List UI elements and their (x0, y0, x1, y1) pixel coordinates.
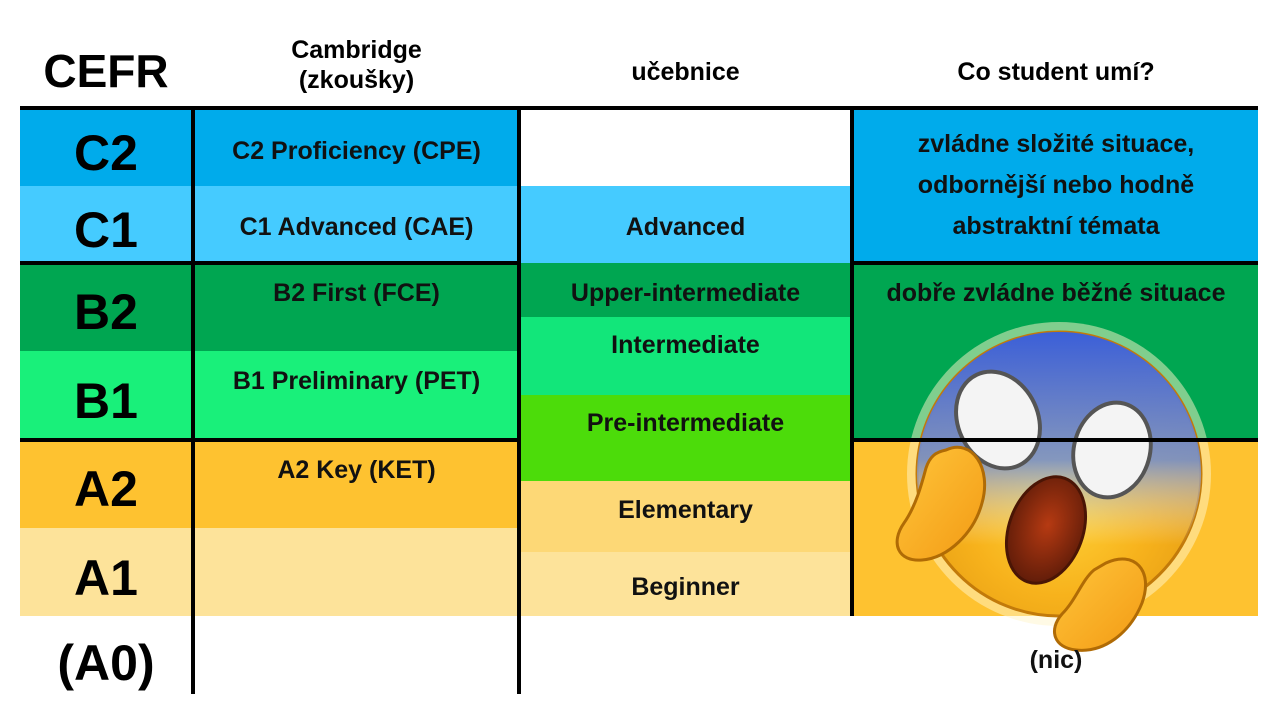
textbook-header: učebnice (631, 58, 740, 86)
cambridge-header-subtitle: (zkoušky) (298, 66, 415, 94)
level-c1: C1 (74, 202, 138, 258)
textbook-advanced: Advanced (625, 213, 746, 241)
cambridge-header: Cambridge (zkoušky) (196, 35, 517, 95)
emoji-left-eye (954, 369, 1042, 471)
upper-intermediate-band (521, 263, 850, 317)
textbook-pre-intermediate: Pre-intermediate (586, 409, 785, 437)
ability-c-line2: odbornější nebo hodně (917, 171, 1195, 199)
b-a-divider-right (854, 438, 1258, 442)
col-divider-1 (191, 108, 195, 694)
ability-c-line3: abstraktní témata (952, 212, 1160, 240)
screaming-face-emoji (895, 322, 1211, 652)
level-c2: C2 (74, 125, 138, 181)
c-b-divider-right (854, 261, 1258, 265)
advanced-band (521, 186, 850, 263)
textbook-beginner: Beginner (631, 573, 740, 601)
exam-a2: A2 Key (KET) (277, 456, 436, 484)
b1-band-left (20, 351, 517, 440)
col-divider-2 (517, 108, 521, 694)
ability-b-text: dobře zvládne běžné situace (886, 279, 1226, 307)
textbook-elementary: Elementary (618, 496, 753, 524)
b2-band-left (20, 263, 517, 351)
c-ability-band (854, 110, 1258, 263)
textbook-intermediate: Intermediate (611, 331, 760, 359)
textbook-upper-intermediate: Upper-intermediate (570, 279, 801, 307)
ability-a0-text: (nic) (1029, 646, 1083, 674)
ability-c-text: zvládne složité situace, odbornější nebo… (854, 124, 1258, 247)
student-header: Co student umí? (957, 58, 1155, 86)
c2-band-left (20, 110, 517, 186)
exam-c2: C2 Proficiency (CPE) (232, 137, 481, 165)
level-a0: (A0) (57, 635, 155, 691)
a2-band-left (20, 440, 517, 528)
cambridge-header-title: Cambridge (291, 36, 422, 64)
emoji-mouth (1004, 475, 1088, 585)
exam-c1: C1 Advanced (CAE) (239, 213, 474, 241)
level-b1: B1 (74, 373, 138, 429)
beginner-band (521, 552, 850, 616)
pre-intermediate-band (521, 395, 850, 481)
b-a-divider-left (20, 438, 517, 442)
header-divider (20, 106, 1258, 110)
exam-b2: B2 First (FCE) (273, 279, 440, 307)
level-a1: A1 (74, 550, 138, 606)
intermediate-band (521, 317, 850, 395)
c-b-divider-left (20, 261, 517, 265)
level-a2: A2 (74, 461, 138, 517)
emoji-right-hand (1052, 557, 1148, 652)
cefr-header: CEFR (43, 45, 169, 97)
elementary-band (521, 481, 850, 552)
col-divider-3 (850, 108, 854, 616)
exam-b1: B1 Preliminary (PET) (232, 367, 481, 395)
a1-band-left (20, 528, 517, 616)
level-b2: B2 (74, 284, 138, 340)
ability-c-line1: zvládne složité situace, (917, 130, 1195, 158)
c1-band-left (20, 186, 517, 263)
emoji-left-hand (895, 445, 987, 562)
